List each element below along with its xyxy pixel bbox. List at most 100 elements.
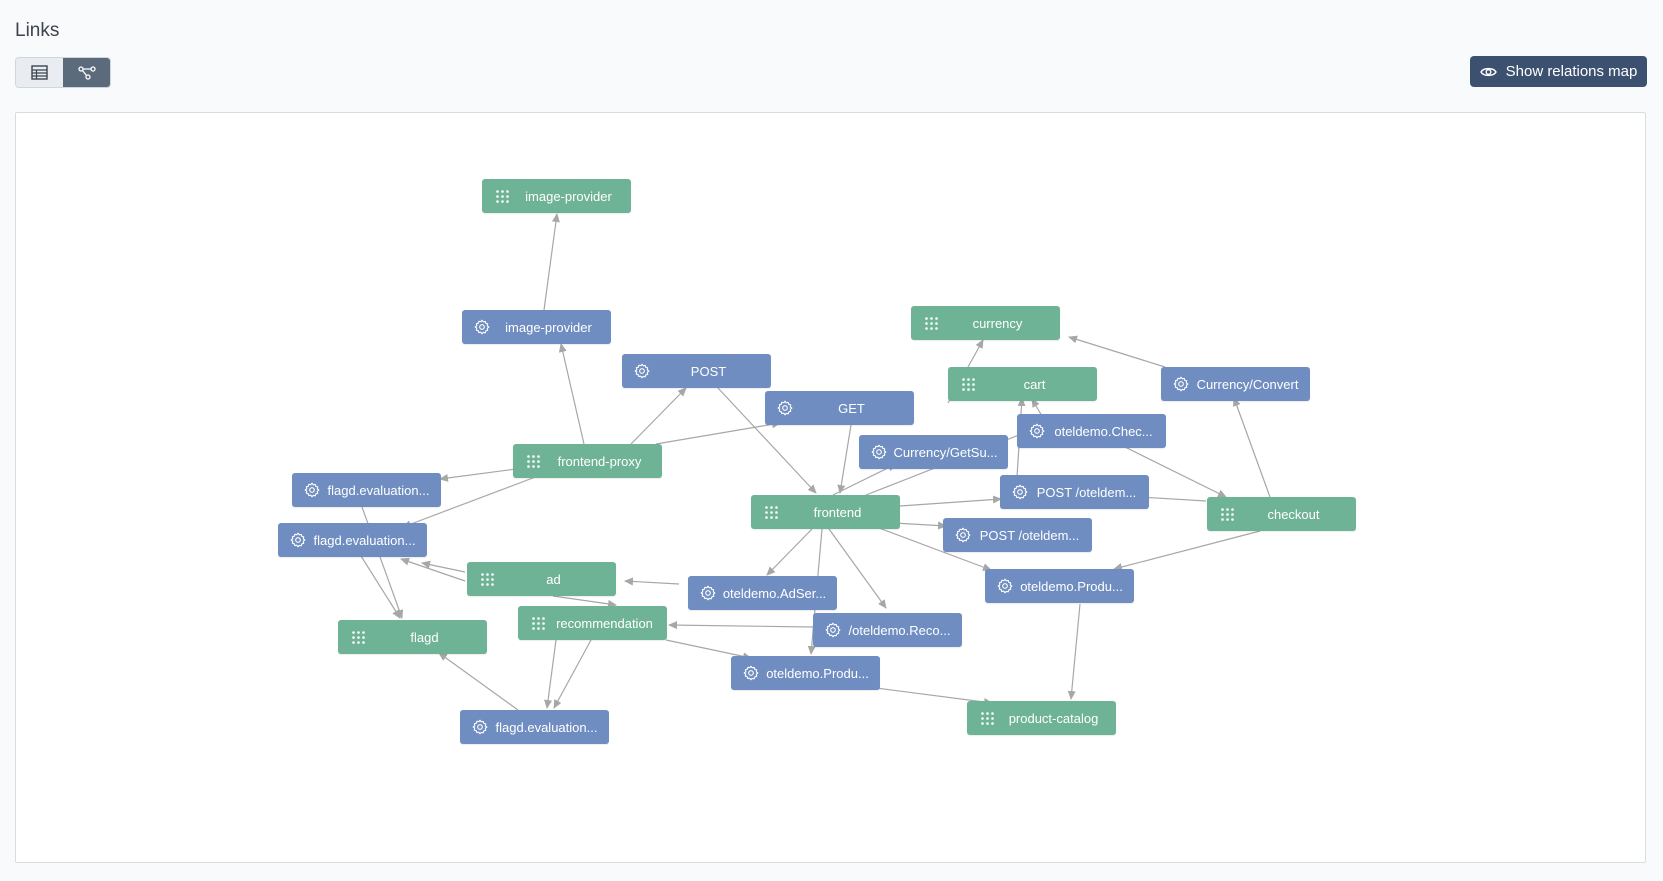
graph-edge [1139,493,1207,502]
graph-edge [893,521,947,530]
graph-node-flagd-eval-2[interactable]: flagd.evaluation... [278,523,427,557]
graph-edge [552,595,617,608]
graph-edge [828,528,887,609]
gear-icon [700,585,716,601]
graph-node-label: POST /oteldem... [979,527,1080,543]
graph-node-label: flagd.evaluation... [495,719,598,735]
graph-edge [624,577,680,586]
graph-node-label: POST /oteldem... [1036,484,1137,500]
graph-edge [832,463,897,496]
graph-edge [1124,446,1227,498]
graph-node-label: /oteldemo.Reco... [848,622,951,638]
graph-edge [1068,335,1166,368]
graph-node-label: oteldemo.Chec... [1054,423,1153,439]
graph-edge [668,621,814,630]
graph-node-label: frontend [813,504,862,520]
graph-node-label: checkout [1267,506,1320,522]
graph-node-post-oteldem-1[interactable]: POST /oteldem... [1000,475,1149,509]
graph-edge [402,475,539,528]
graph-edge [400,557,466,582]
graph-node-oteldemo-reco[interactable]: /oteldemo.Reco... [813,613,962,647]
graph-edge [1232,397,1271,498]
graph-node-oteldemo-chec[interactable]: oteldemo.Chec... [1017,414,1166,448]
gear-icon [634,363,650,379]
gear-icon [1173,376,1189,392]
gear-icon [997,578,1013,594]
table-view-button[interactable] [16,58,63,87]
graph-node-post[interactable]: POST [622,354,771,388]
graph-edge [1067,603,1081,700]
graph-node-label: Currency/Convert [1196,376,1299,392]
graph-node-label: flagd.evaluation... [327,482,430,498]
graph-node-label: currency [972,315,1023,331]
show-relations-map-label: Show relations map [1505,63,1638,80]
graph-node-frontend-proxy[interactable]: frontend-proxy [513,444,662,478]
table-icon [31,65,48,80]
grid-dots-icon [979,710,995,726]
graph-node-label: cart [1023,376,1046,392]
gear-icon [871,444,887,460]
graph-node-ad[interactable]: ad [467,562,616,596]
graph-node-recommendation[interactable]: recommendation [518,606,667,640]
gear-icon [304,482,320,498]
graph-edge [665,639,752,661]
gear-icon [743,665,759,681]
graph-node-currency[interactable]: currency [911,306,1060,340]
graph-edges [360,213,1271,711]
graph-node-label: oteldemo.Produ... [1020,578,1123,594]
graph-node-frontend[interactable]: frontend [751,495,900,529]
graph-node-currency-getsu[interactable]: Currency/GetSu... [859,435,1008,469]
graph-node-currency-convert[interactable]: Currency/Convert [1161,367,1310,401]
graph-edge [558,343,585,445]
graph-node-flagd-eval-3[interactable]: flagd.evaluation... [460,710,609,744]
graph-node-label: POST [690,363,727,379]
graph-view-button[interactable] [63,58,110,87]
graph-icon [77,65,96,80]
graph-edge [899,495,1002,507]
view-toggle [15,57,111,88]
grid-dots-icon [525,453,541,469]
gear-icon [1012,484,1028,500]
graph-edge [630,387,687,445]
gear-icon [290,532,306,548]
graph-node-product-catalog[interactable]: product-catalog [967,701,1116,735]
gear-icon [777,400,793,416]
graph-edge [655,420,781,445]
gear-icon [955,527,971,543]
graph-node-flagd-eval-1[interactable]: flagd.evaluation... [292,473,441,507]
eye-icon [1479,67,1497,76]
graph-node-checkout[interactable]: checkout [1207,497,1356,531]
graph-edge [421,560,466,573]
graph-node-label: ad [546,571,561,587]
show-relations-map-button[interactable]: Show relations map [1470,56,1647,87]
graph-node-label: flagd [410,629,439,645]
grid-dots-icon [494,188,510,204]
graph-edge [717,387,817,494]
graph-edge [878,527,992,571]
graph-edge [543,213,560,311]
graph-edge [766,528,813,576]
graph-node-oteldemo-produ-1[interactable]: oteldemo.Produ... [985,569,1134,603]
graph-node-image-provider-op[interactable]: image-provider [462,310,611,344]
grid-dots-icon [763,504,779,520]
graph-node-label: product-catalog [1008,710,1099,726]
grid-dots-icon [923,315,939,331]
graph-node-label: recommendation [556,615,653,631]
graph-node-oteldemo-adser[interactable]: oteldemo.AdSer... [688,576,837,610]
graph-edge [1113,530,1261,571]
graph-edge [544,639,557,709]
graph-node-flagd[interactable]: flagd [338,620,487,654]
graph-node-post-oteldem-2[interactable]: POST /oteldem... [943,518,1092,552]
graph-edge [553,639,592,709]
graph-node-oteldemo-produ-2[interactable]: oteldemo.Produ... [731,656,880,690]
graph-node-label: image-provider [505,319,592,335]
graph-edge [875,687,993,706]
graph-node-get[interactable]: GET [765,391,914,425]
graph-edge [837,424,852,494]
grid-dots-icon [530,615,546,631]
graph-node-image-provider-svc[interactable]: image-provider [482,179,631,213]
graph-node-label: image-provider [525,188,612,204]
graph-edge [360,555,401,619]
graph-node-cart[interactable]: cart [948,367,1097,401]
